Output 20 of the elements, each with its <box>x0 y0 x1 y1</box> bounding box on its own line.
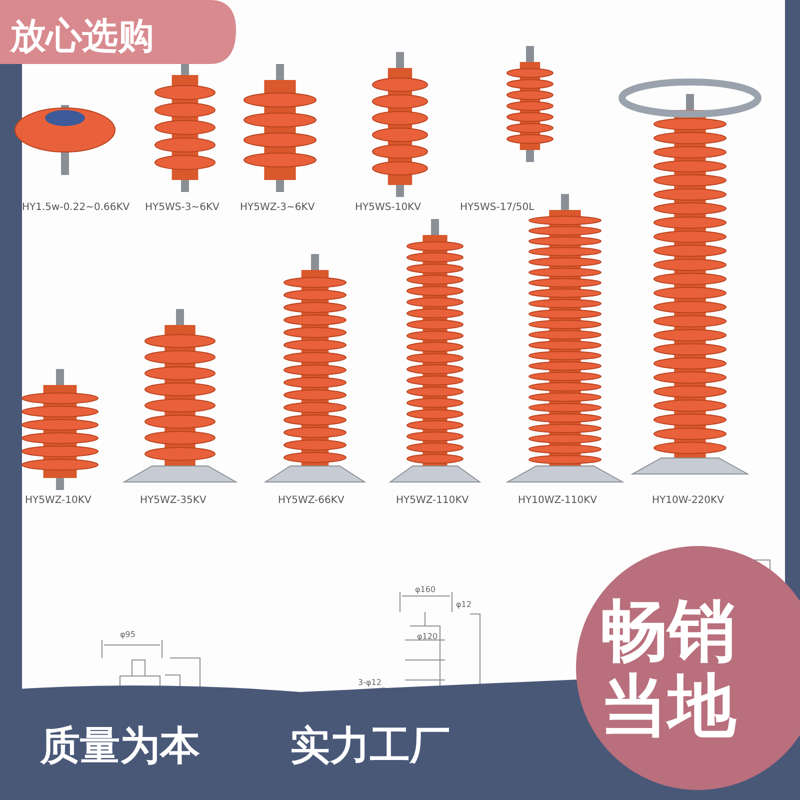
model-label: HY5WZ-3~6KV <box>240 202 315 213</box>
model-label: HY5WS-3~6KV <box>145 202 220 213</box>
slogan-text: 实力工厂 <box>290 722 450 771</box>
model-label: HY5WS-17/50L <box>460 202 534 213</box>
dimension-text: φ120 <box>417 632 438 641</box>
dimension-text: φ95 <box>120 630 136 639</box>
model-label: HY10WZ-110KV <box>518 495 598 506</box>
dimension-text: φ160 <box>415 585 436 594</box>
model-label: HY5WZ-35KV <box>140 495 206 506</box>
model-label: HY1.5w-0.22~0.66KV <box>22 202 130 213</box>
heading-text: 放心选购 <box>10 15 154 59</box>
model-label: HY5WS-10KV <box>355 202 421 213</box>
model-label: HY5WZ-10KV <box>25 495 92 506</box>
model-label: HY5WZ-66KV <box>278 495 344 506</box>
slogan-text: 质量为本 <box>40 722 200 771</box>
model-label: HY5WZ-110KV <box>396 495 469 506</box>
badge-text: 畅销当地 <box>600 595 738 745</box>
model-label: HY10W-220KV <box>652 495 724 506</box>
dimension-text: φ12 <box>456 600 472 609</box>
dimension-text: 3-φ12 <box>358 678 382 687</box>
